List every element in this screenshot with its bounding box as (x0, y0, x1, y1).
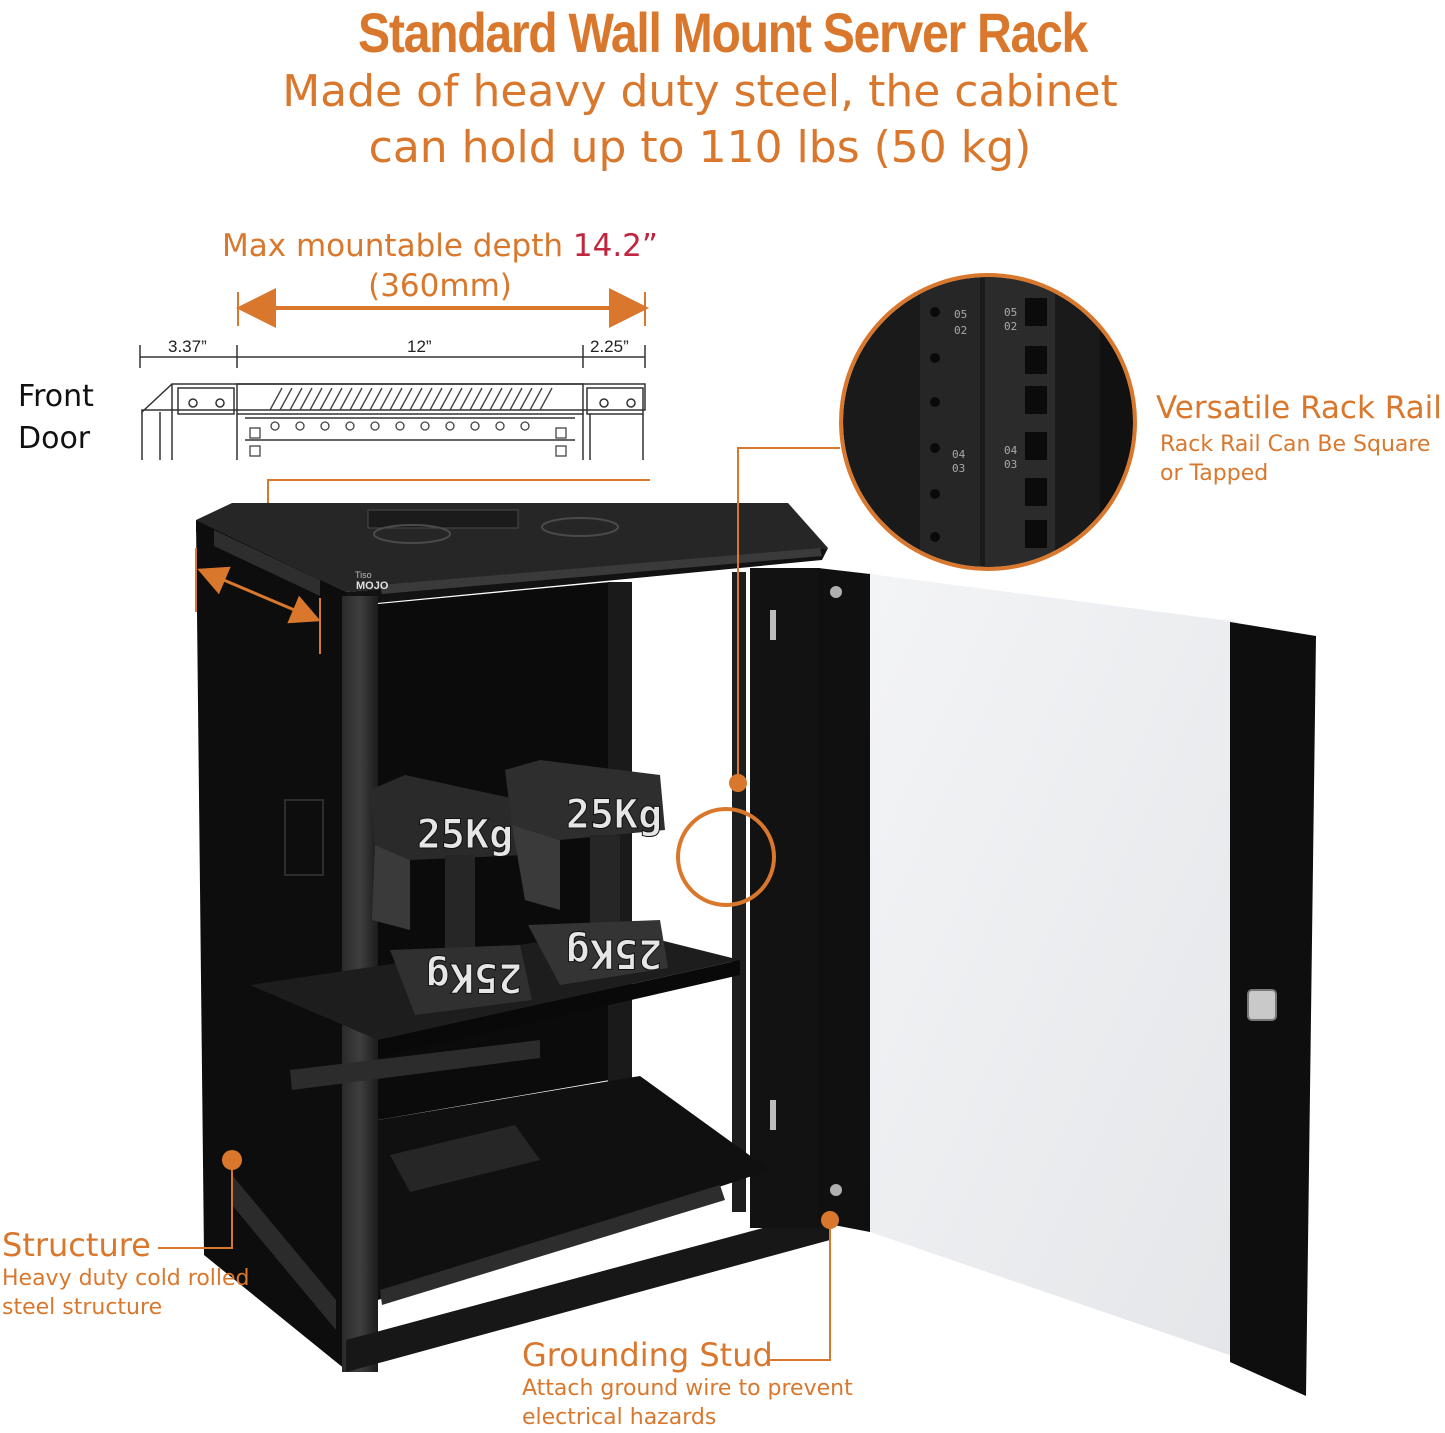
subtitle-line-2: can hold up to 110 lbs (50 kg) (368, 122, 1032, 173)
depth-prefix: Max mountable depth (222, 228, 573, 264)
front-bottom-rail (346, 1210, 830, 1372)
structure-line-2: steel structure (2, 1295, 163, 1320)
rail-label-2: 02 (954, 324, 967, 337)
front-right-post (750, 568, 820, 1228)
dim-middle: 12” (407, 337, 432, 356)
cabinet-top (196, 503, 828, 592)
weight-label-right-top: 25Kg (566, 792, 662, 838)
structure-title: Structure (2, 1226, 151, 1264)
rail-leader-line (737, 447, 840, 783)
dim-right: 2.25” (590, 337, 629, 356)
rack-rail-line-2: or Tapped (1160, 461, 1269, 486)
structure-line-1: Heavy duty cold rolled (2, 1266, 250, 1291)
door-hinge-bottom (830, 1184, 842, 1196)
side-depth-arrow (197, 566, 321, 624)
door-lock-icon (1247, 989, 1277, 1021)
rail-label-3: 05 (1004, 306, 1017, 319)
fan-ring-left (373, 524, 451, 544)
rail-leader-dot (729, 774, 747, 792)
rail-label-5: 04 (952, 448, 966, 461)
drawing-vent-slots (269, 387, 553, 411)
weight-left (370, 775, 532, 1015)
weight-label-right-bottom: 25Kg (566, 930, 662, 976)
depth-callout: Max mountable depth 14.2” (360mm) (180, 226, 700, 306)
fan-ring-right (541, 517, 619, 537)
weight-label-left-bottom: 25Kg (426, 954, 522, 1000)
front-door-label-line-1: Front (18, 379, 94, 414)
grounding-leader-dot (821, 1211, 839, 1229)
weight-right (505, 760, 668, 985)
rack-rail-title: Versatile Rack Rail (1156, 390, 1442, 426)
subtitle-line-1: Made of heavy duty steel, the cabinet (282, 66, 1118, 117)
rail-label-7: 04 (1004, 444, 1018, 457)
grounding-line-1: Attach ground wire to prevent (522, 1376, 853, 1401)
zoom-circle-border (839, 273, 1137, 571)
floor-vent-grid (390, 1125, 540, 1192)
front-door-label-line-2: Door (18, 421, 91, 456)
grounding-callout: Grounding Stud Attach ground wire to pre… (522, 1336, 942, 1432)
door-glass (870, 574, 1238, 1358)
rail-label-8: 03 (1004, 458, 1017, 471)
depth-value: 14.2” (572, 228, 658, 264)
drawing-holes (249, 421, 567, 457)
grounding-line-2: electrical hazards (522, 1405, 717, 1430)
side-profile-drawing (139, 345, 646, 460)
weight-label-left-top: 25Kg (417, 812, 513, 858)
logo-small: Tiso (355, 570, 372, 580)
front-door (818, 568, 1316, 1396)
door-hinge-top (830, 586, 842, 598)
front-door-label: Front Door (18, 376, 94, 460)
structure-leader-line (158, 1162, 233, 1249)
rail-label-4: 02 (1004, 320, 1017, 333)
rail-highlight-circle (676, 807, 776, 907)
rail-label-1: 05 (954, 308, 967, 321)
rack-rail-callout: Versatile Rack Rail Rack Rail Can Be Squ… (1156, 390, 1445, 488)
structure-leader-dot (222, 1150, 242, 1170)
dim-left: 3.37” (168, 337, 207, 356)
front-right-rail (732, 572, 746, 1212)
grounding-title: Grounding Stud (522, 1336, 773, 1374)
grounding-leader-line (770, 1222, 831, 1361)
structure-callout: Structure Heavy duty cold rolled steel s… (2, 1226, 302, 1322)
rail-label-6: 03 (952, 462, 965, 475)
rack-rail-zoom: 05 02 05 02 04 03 04 03 (843, 277, 1133, 567)
logo-brand: MOJO (356, 580, 389, 592)
cabinet-floor (378, 1076, 770, 1300)
page-subtitle: Made of heavy duty steel, the cabinet ca… (0, 64, 1400, 176)
top-vent-strip (380, 548, 822, 594)
page-title: Standard Wall Mount Server Rack (358, 1, 1088, 64)
rack-rail-line-1: Rack Rail Can Be Square (1160, 432, 1431, 457)
